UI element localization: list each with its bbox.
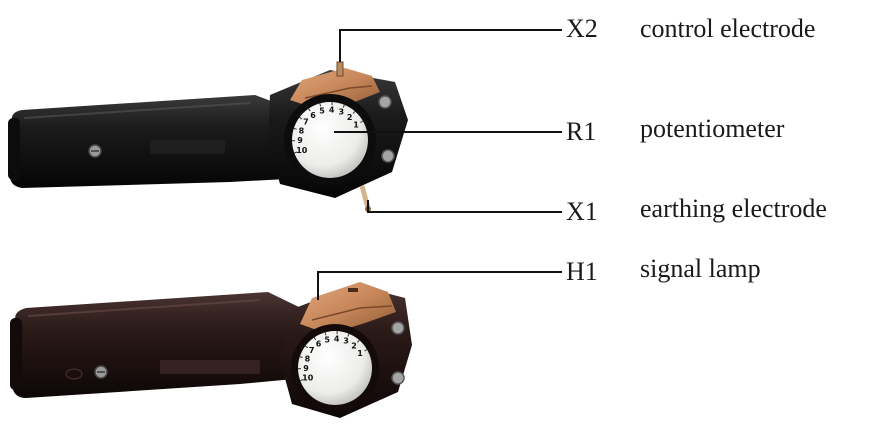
leader-x1 <box>367 200 562 213</box>
callout-code-x2: X2 <box>566 14 598 43</box>
lower-lamp-window <box>65 368 83 380</box>
lower-head-screw-bottom-icon <box>391 371 405 385</box>
callout-code-x1: X1 <box>566 197 598 226</box>
lower-end-cap <box>10 318 22 390</box>
lower-dial-face <box>298 331 372 405</box>
upper-dial-numeral: 10 <box>296 146 308 155</box>
callout-code-h1: H1 <box>566 257 598 286</box>
upper-dial-numeral: 5 <box>319 107 325 116</box>
lower-dial-tick <box>300 379 304 382</box>
lower-dial-tick <box>357 339 360 343</box>
upper-head-screw-top-icon <box>378 95 392 109</box>
upper-end-cap <box>8 118 20 180</box>
upper-dial-numeral: 4 <box>329 106 335 115</box>
upper-logo-emboss <box>150 140 225 154</box>
upper-copper-edge <box>304 85 373 99</box>
lower-dial-numeral: 8 <box>305 355 311 364</box>
upper-dial-numeral: 9 <box>297 136 303 145</box>
upper-dial-tick <box>294 151 298 154</box>
upper-dial-tick <box>360 120 364 123</box>
upper-dial-face <box>292 102 368 178</box>
leader-h1 <box>317 271 562 300</box>
lower-dial-numeral: 10 <box>302 373 314 382</box>
upper-dial-tick <box>299 116 303 120</box>
upper-dial-numeral: 8 <box>299 126 305 135</box>
upper-control-pin <box>336 61 344 77</box>
upper-dial-tick <box>342 104 345 108</box>
callout-desc-x2: control electrode <box>640 14 816 43</box>
callout-desc-x1: earthing electrode <box>640 194 827 223</box>
lower-dial-numeral: 3 <box>343 337 349 346</box>
lower-dial-numeral: 2 <box>351 342 357 351</box>
callout-desc-h1: signal lamp <box>640 254 761 283</box>
callout-code-r1: R1 <box>566 117 597 146</box>
upper-head-screw-bottom-icon <box>381 149 395 163</box>
lower-dial-numeral: 7 <box>309 346 315 355</box>
upper-dial-numeral: 6 <box>310 111 316 120</box>
lower-signal-lamp-slot <box>348 288 358 292</box>
upper-dial-numeral: 2 <box>347 113 353 122</box>
lower-dial-tick <box>313 337 317 341</box>
lower-dial-tick <box>304 345 309 349</box>
lower-copper-cap <box>300 282 396 334</box>
upper-handle-highlight <box>23 102 251 119</box>
lower-handle-highlight <box>27 299 261 317</box>
upper-dial-numeral: 3 <box>339 108 345 117</box>
lower-logo-emboss <box>160 360 260 374</box>
upper-dial-tick <box>352 111 356 114</box>
upper-dial-numeral: 7 <box>303 118 309 127</box>
lower-dial-numeral: 6 <box>316 340 322 349</box>
upper-dial-tick <box>319 103 322 107</box>
lower-dial-numeral: 5 <box>324 336 330 345</box>
lower-dial-tick <box>299 356 303 359</box>
lower-dial-tick <box>364 349 368 352</box>
lower-dial-numeral: 1 <box>357 349 363 358</box>
lower-dial-numeral: 9 <box>303 364 309 373</box>
lower-copper-edge <box>311 305 393 321</box>
leader-lines <box>317 29 562 300</box>
callout-desc-r1: potentiometer <box>640 114 785 143</box>
lower-dial-numeral: 4 <box>334 335 340 344</box>
lower-head-screw-top-icon <box>391 321 405 335</box>
leader-x2 <box>339 29 562 62</box>
upper-dial-tick <box>308 108 311 112</box>
lower-dial-tick <box>347 333 350 337</box>
upper-dial-numeral: 1 <box>353 121 359 130</box>
upper-dial-tick <box>293 127 297 130</box>
lower-dial-tick <box>324 332 327 336</box>
